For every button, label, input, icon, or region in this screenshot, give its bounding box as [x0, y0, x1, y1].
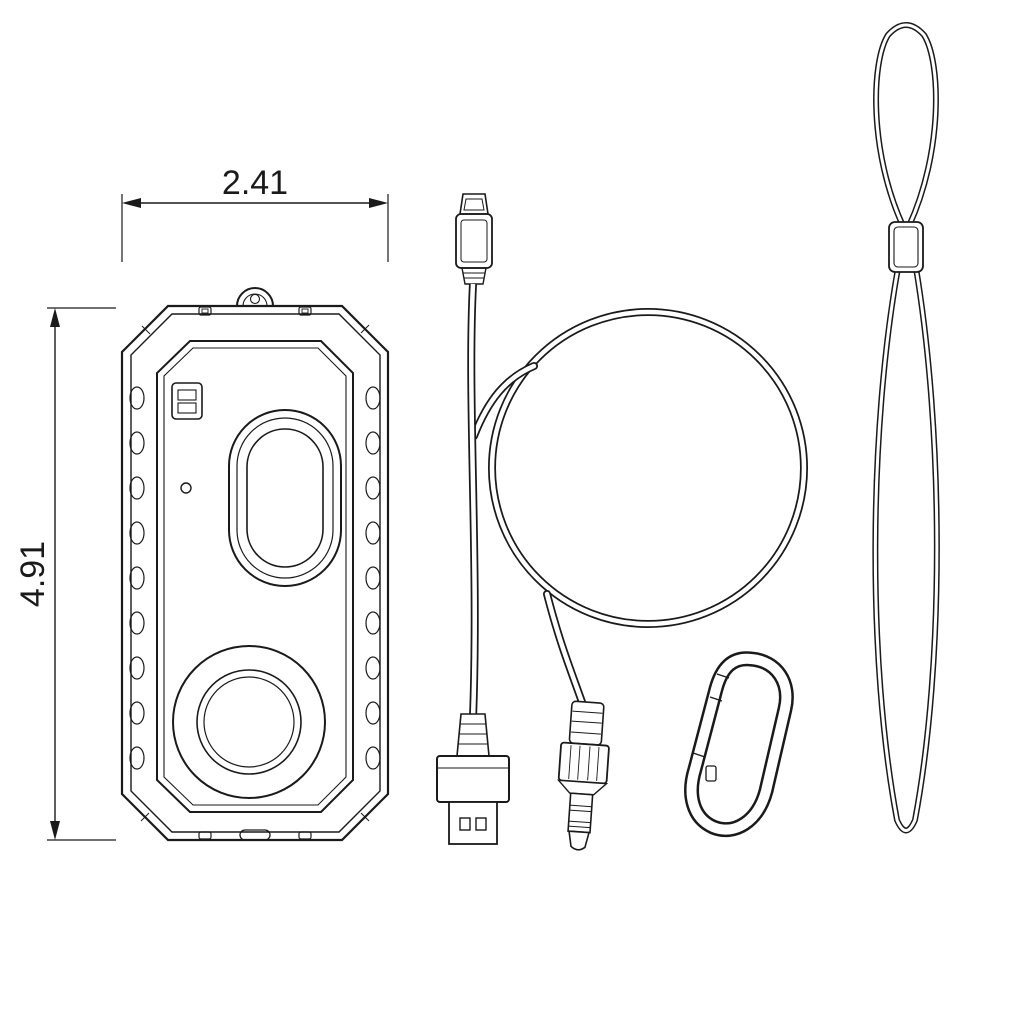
led-indicator [180, 482, 192, 494]
usb-a-connector [436, 713, 510, 845]
lanyard-crimp [888, 221, 924, 273]
oval-window-inner [246, 428, 324, 568]
arrowhead-right [369, 198, 388, 208]
oval-window-mid [236, 417, 334, 579]
speaker-frame-outline [130, 313, 381, 833]
lanyard-long-loop [872, 267, 940, 834]
speaker-grille [172, 645, 326, 799]
cable-straight-run [467, 283, 479, 719]
cable-loop [470, 308, 808, 706]
carabiner-gate-tick [709, 696, 723, 702]
hang-tab-inner-arc [242, 293, 268, 307]
speaker-grille-inner [203, 676, 295, 768]
arrowhead-left [122, 198, 141, 208]
right-grip-scallops [365, 386, 381, 770]
oval-window [228, 409, 342, 587]
usb-aux-cable [436, 193, 808, 851]
edge-latch-marks [198, 306, 312, 841]
carabiner-hinge-tick [692, 752, 706, 758]
carabiner [684, 651, 794, 838]
corner-ticks [140, 324, 370, 822]
hang-tab-outer-arc [236, 287, 274, 307]
carabiner-hinge-rivet [705, 765, 717, 782]
bottom-port-cover [239, 829, 271, 841]
speaker-grille-mid [196, 669, 302, 775]
speaker-grille-outer [172, 645, 326, 799]
speaker-face-outline [156, 340, 354, 813]
power-button [171, 382, 203, 420]
height-dimension-label: 4.91 [14, 541, 52, 607]
usb-contact-window [475, 817, 487, 831]
arrowhead-top [50, 308, 60, 327]
audio-jack-plug [556, 700, 610, 851]
lanyard [872, 22, 940, 834]
width-dimension-label: 2.41 [222, 164, 288, 202]
speaker-front-view [120, 287, 390, 842]
left-grip-scallops [129, 386, 145, 770]
oval-window-outer [228, 409, 342, 587]
usb-contact-window [459, 817, 471, 831]
speaker-outer-outline [120, 304, 390, 842]
arrowhead-bottom [50, 821, 60, 840]
carabiner-gate-joint [716, 673, 730, 679]
hang-tab [236, 287, 274, 307]
lanyard-top-loop [873, 22, 939, 228]
jack-knurled-nut [557, 741, 610, 785]
jack-tip [568, 830, 591, 851]
hang-tab-hole [249, 293, 261, 305]
speaker-face-inner-outline [163, 347, 347, 806]
micro-usb-plug [455, 193, 493, 285]
height-dimension: 4.91 [14, 307, 116, 841]
width-dimension: 2.41 [121, 164, 389, 262]
